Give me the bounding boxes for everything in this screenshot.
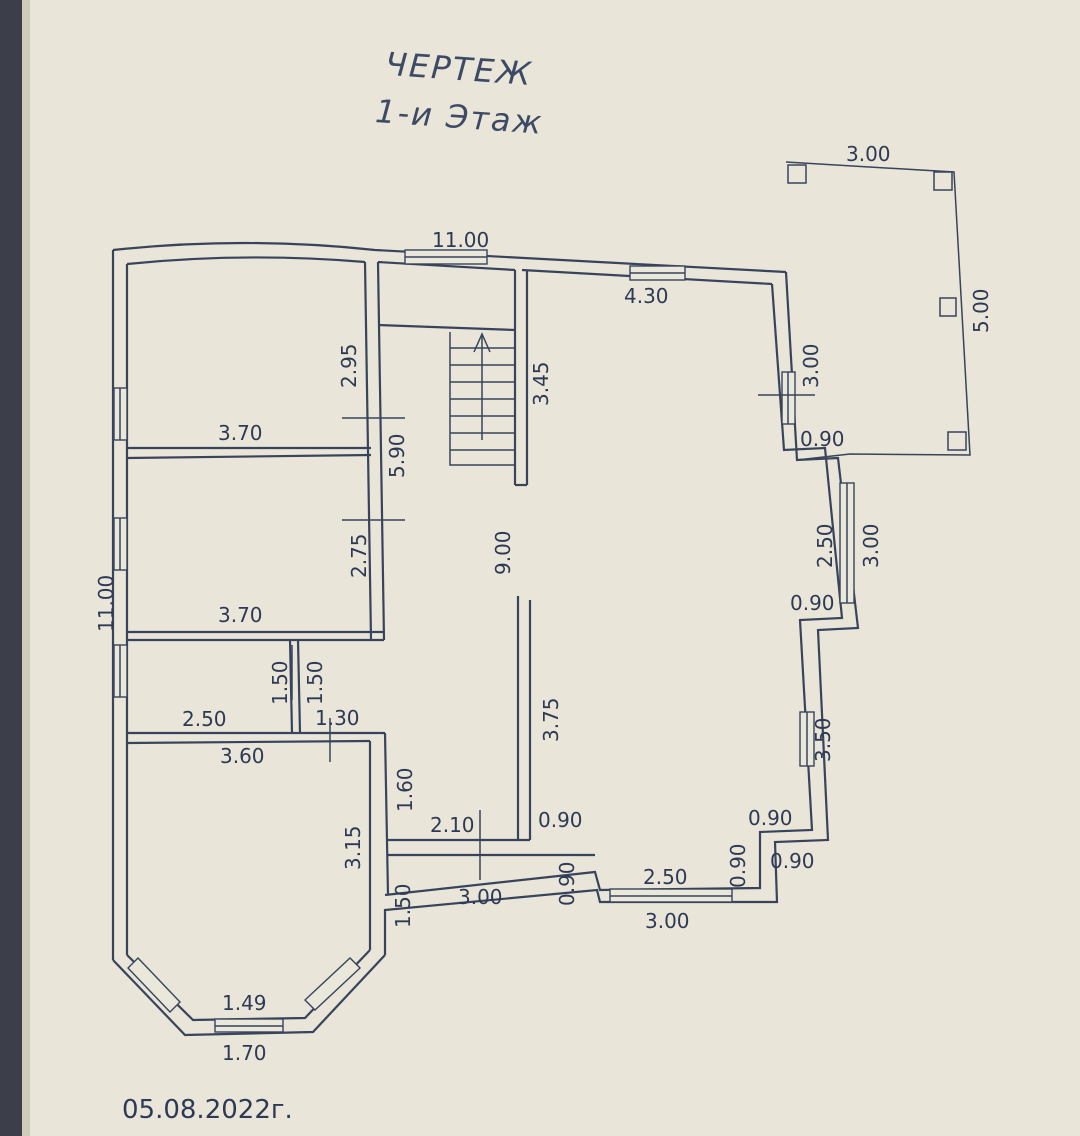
dim-room2-width: 3.70 [218,603,263,627]
stair-arrow-icon [473,332,491,353]
dim-right-wall-c: 3.50 [811,717,835,762]
annex [785,161,971,461]
dim-right-step-c: 0.90 [726,843,750,888]
dim-bath-right: 1.50 [303,660,327,705]
dim-porch-width: 3.00 [458,885,503,909]
dim-room1-width: 3.70 [218,421,263,445]
dim-right-step-b: 0.90 [748,806,793,830]
dim-stair-width: 3.45 [529,361,553,406]
dim-hall-height: 9.00 [491,530,515,575]
staircase [449,332,515,466]
floor-title: 1-и Этаж [374,92,545,142]
drawing-title: ЧЕРТЕЖ [384,45,534,93]
dim-room2-height: 2.75 [347,533,371,578]
dim-room1-height: 2.95 [337,343,361,388]
dim-porch-height: 1.50 [391,883,415,928]
dim-door-width: 2.10 [430,813,475,837]
dim-total-height: 11.00 [94,575,118,632]
dim-annex-side: 3.00 [799,343,823,388]
dim-bay-height: 3.15 [341,825,365,870]
dim-corr-height: 1.60 [393,767,417,812]
dim-total-width: 11.00 [432,228,489,252]
windows [113,249,855,1033]
dim-right-wall-a: 2.50 [813,523,837,568]
dim-annex-width: 3.00 [846,142,891,166]
dim-bay-window: 1.49 [222,991,267,1015]
dim-bath-step: 1.30 [315,706,360,730]
dim-right-step-a: 0.90 [538,808,583,832]
dim-right-step-d: 0.90 [770,849,815,873]
dim-annex-offset: 0.90 [800,427,845,451]
dim-right-step-e: 0.90 [790,591,835,615]
page-edge-shadow [22,0,30,1136]
dim-corridor-height: 5.90 [385,433,409,478]
dim-hall-top: 4.30 [624,284,669,308]
dim-bay-bottom: 1.70 [222,1041,267,1065]
dim-bay-width: 3.60 [220,744,265,768]
dim-bath-width: 2.50 [182,707,227,731]
dim-right-wall-b: 3.00 [859,523,883,568]
outer-walls [111,241,860,1037]
dim-porch-step: 0.90 [555,861,579,906]
interior-walls [126,261,595,950]
dim-bath-left: 1.50 [268,660,292,705]
drawing-date: 05.08.2022г. [122,1095,293,1125]
dim-hall-partition: 3.75 [539,697,563,742]
dim-annex-height: 5.00 [969,288,993,333]
dim-bottom-window: 2.50 [643,865,688,889]
door-marks [290,394,815,880]
dim-bottom-total: 3.00 [645,909,690,933]
dimension-labels: 11.00 3.00 5.00 3.00 0.90 4.30 3.45 9.00… [94,142,993,1065]
page-edge [0,0,22,1136]
